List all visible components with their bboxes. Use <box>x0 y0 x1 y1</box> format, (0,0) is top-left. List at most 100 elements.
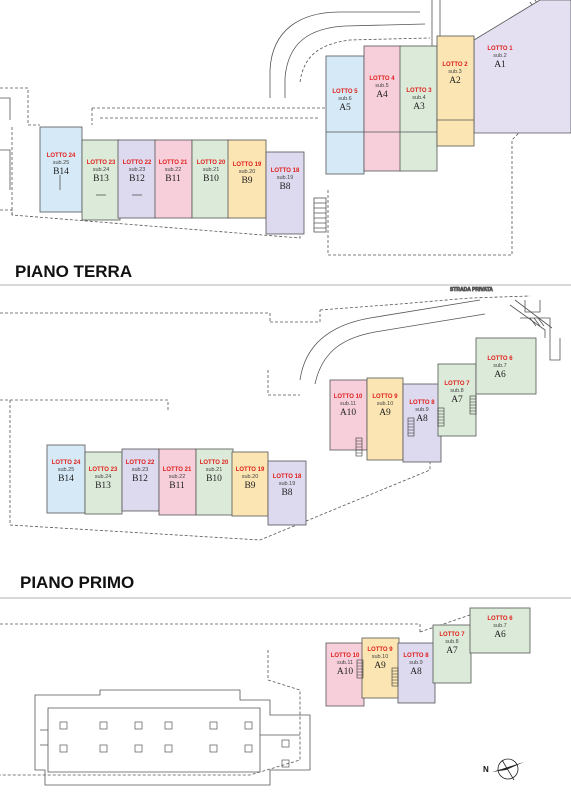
unit-code: B12 <box>132 474 148 484</box>
unit-code: B14 <box>58 474 74 484</box>
skylight <box>281 759 290 768</box>
sub-label: sub.8 <box>450 388 463 394</box>
lotto-label: LOTTO 22 <box>123 160 152 166</box>
stair-icon <box>391 667 399 687</box>
stair-icon <box>355 437 363 457</box>
sub-label: sub.22 <box>169 474 186 480</box>
unit-code: B13 <box>93 174 109 184</box>
skylight <box>134 744 143 753</box>
sub-label: sub.25 <box>53 160 70 166</box>
unit-code: A10 <box>337 667 354 677</box>
sub-label: sub.21 <box>203 167 220 173</box>
sub-label: sub.25 <box>58 467 75 473</box>
unit-code: A9 <box>379 408 391 418</box>
lotto-label: LOTTO 10 <box>334 394 363 400</box>
lotto-label: LOTTO 6 <box>487 356 513 362</box>
strada-privata-label: STRADA PRIVATA <box>450 287 493 293</box>
unit-code: A7 <box>446 646 458 656</box>
lotto-label: LOTTO 4 <box>369 76 395 82</box>
heading-piano-primo: PIANO PRIMO <box>20 573 134 592</box>
lotto-label: LOTTO 8 <box>409 400 435 406</box>
unit-block <box>191 139 231 219</box>
unit-block <box>265 151 305 235</box>
lotto-label: LOTTO 9 <box>372 394 398 400</box>
lotto-label: LOTTO 9 <box>367 647 393 653</box>
roof-skylights <box>59 721 290 768</box>
piano-primo-section: STRADA PRIVATA <box>0 287 561 541</box>
sub-label: sub.20 <box>239 169 256 175</box>
unit-block <box>121 448 160 512</box>
unit-code: A6 <box>494 370 506 380</box>
unit-code: A7 <box>451 395 463 405</box>
unit-code: B11 <box>169 481 185 491</box>
skylight <box>134 721 143 730</box>
unit-block <box>469 607 531 654</box>
north-label: N <box>483 765 489 774</box>
lotto-label: LOTTO 19 <box>236 467 265 473</box>
sub-label: sub.24 <box>95 474 112 480</box>
skylight <box>244 744 253 753</box>
lotto-label: LOTTO 24 <box>52 460 81 466</box>
unit-block <box>231 451 269 517</box>
unit-code: A4 <box>376 90 388 100</box>
lotto-label: LOTTO 20 <box>200 460 229 466</box>
lotto-label: LOTTO 18 <box>271 168 300 174</box>
unit-block <box>329 379 368 451</box>
north-arrow-icon: N <box>483 758 524 781</box>
unit-code: A10 <box>340 408 357 418</box>
unit-a1-area <box>473 0 571 134</box>
sub-label: sub.23 <box>129 167 146 173</box>
lotto-label: LOTTO 1 <box>487 46 513 52</box>
lotto-label: LOTTO 2 <box>442 62 468 68</box>
unit-block <box>117 139 157 219</box>
roof-section <box>0 608 471 786</box>
skylight <box>99 721 108 730</box>
unit-code: A8 <box>410 667 422 677</box>
sub-label: sub.6 <box>338 96 351 102</box>
sub-label: sub.10 <box>377 401 394 407</box>
sub-label: sub.7 <box>493 363 506 369</box>
sub-label: sub.10 <box>372 654 389 660</box>
sub-label: sub.22 <box>165 167 182 173</box>
lotto-label: LOTTO 3 <box>406 88 432 94</box>
lotto-label: LOTTO 10 <box>331 653 360 659</box>
unit-block <box>432 624 472 684</box>
lotto-label: LOTTO 8 <box>403 653 429 659</box>
unit-block <box>363 45 402 172</box>
unit-code: B14 <box>53 167 69 177</box>
unit-block <box>325 642 365 707</box>
lotto-label: LOTTO 23 <box>89 467 118 473</box>
skylight <box>164 721 173 730</box>
sub-label: sub.9 <box>409 660 422 666</box>
unit-code: B10 <box>203 174 219 184</box>
unit-code: B10 <box>206 474 222 484</box>
unit-block <box>84 451 123 515</box>
unit-code: A3 <box>413 102 425 112</box>
sub-label: sub.11 <box>337 660 353 666</box>
lotto-label: LOTTO 21 <box>163 467 192 473</box>
unit-code: A5 <box>339 103 351 113</box>
sub-label: sub.9 <box>415 407 428 413</box>
stair-icon <box>469 395 477 415</box>
unit-block <box>397 642 436 704</box>
unit-block <box>46 444 86 514</box>
sub-label: sub.7 <box>493 623 506 629</box>
stair-icon <box>407 417 415 437</box>
